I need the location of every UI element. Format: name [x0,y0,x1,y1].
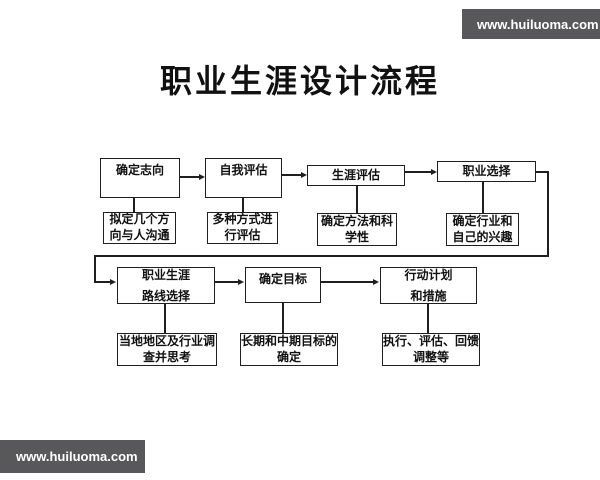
connector-ambition-selfassessment [180,176,200,178]
connector-ambition-sub [133,197,135,213]
node-self-assessment-detail: 多种方式进 行评估 [207,212,278,244]
arrow-right-icon [373,278,379,285]
connector-careerassessment-sub [356,185,358,214]
page-title: 职业生涯设计流程 [159,62,440,100]
arrow-right-icon [238,278,244,285]
arrow-right-icon [431,168,437,175]
node-action-plan: 行动计划 和措施 [380,267,477,304]
connector-careerassessment-careerchoice [405,171,432,173]
feedback-line-right-vertical [547,171,549,257]
connector-setgoal-sub [282,303,284,333]
arrow-right-icon [199,173,205,180]
watermark-bottom: www.huiluoma.com [0,440,145,473]
node-set-goal-detail: 长期和中期目标的 确定 [240,333,338,366]
node-determine-ambition-detail: 拟定几个方 向与人沟通 [103,212,176,244]
feedback-line-out [535,171,549,173]
feedback-line-horizontal [94,255,549,257]
node-determine-ambition: 确定志向 [100,158,180,198]
connector-careerroute-setgoal [215,281,239,283]
arrow-right-icon [110,278,116,285]
node-career-assessment: 生涯评估 [307,165,405,186]
node-career-choice-detail: 确定行业和 自己的兴趣 [446,213,519,246]
arrow-right-icon [301,171,307,178]
watermark-top: www.huiluoma.com [462,9,600,39]
connector-actionplan-sub [427,304,429,333]
connector-selfassessment-careerassessment [282,174,302,176]
node-career-route-detail: 当地地区及行业调 查并思考 [117,333,217,366]
node-career-choice: 职业选择 [437,161,536,182]
connector-careerroute-sub [164,304,166,333]
node-career-assessment-detail: 确定方法和科 学性 [317,213,397,246]
node-career-route: 职业生涯 路线选择 [117,267,215,304]
node-action-plan-detail: 执行、评估、回馈 调整等 [382,333,480,366]
node-self-assessment: 自我评估 [205,158,282,198]
connector-selfassessment-sub [242,197,244,213]
feedback-line-in [94,281,111,283]
connector-careerchoice-sub [482,181,484,214]
feedback-line-left-vertical [94,255,96,283]
node-set-goal: 确定目标 [245,267,321,303]
connector-setgoal-actionplan [321,281,374,283]
